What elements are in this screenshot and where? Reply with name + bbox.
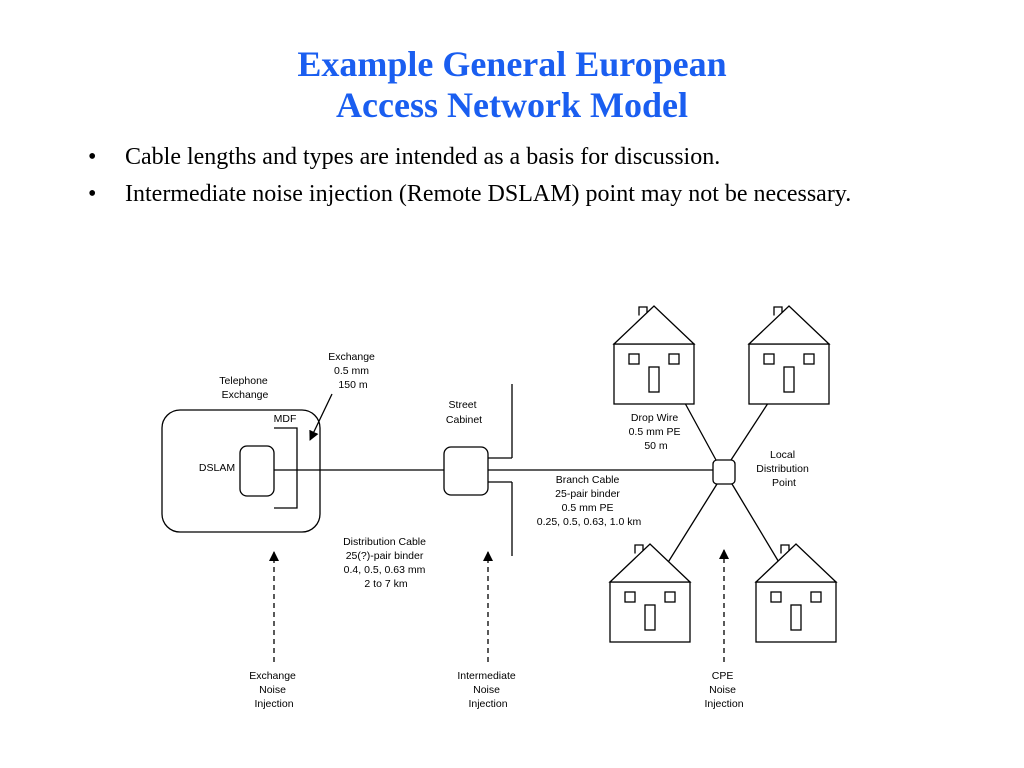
bullet-text: Cable lengths and types are intended as … <box>125 144 721 170</box>
distribution-cable-label: Distribution Cable 25(?)-pair binder 0.4… <box>343 536 429 590</box>
title-line-1: Example General European <box>297 44 727 84</box>
street-cabinet-label: Street Cabinet <box>446 399 482 426</box>
street-cabinet-box <box>443 446 489 496</box>
drop-wire-label: Drop Wire 0.5 mm PE 50 m <box>629 412 684 452</box>
house-icon <box>609 543 691 643</box>
cpe-noise-label: CPE Noise Injection <box>704 670 743 710</box>
drop-wire <box>666 483 718 565</box>
mdf-label: MDF <box>274 413 297 425</box>
bullet-dot-icon: • <box>88 181 97 207</box>
exchange-noise-label: Exchange Noise Injection <box>249 670 299 710</box>
drop-wire <box>679 393 717 461</box>
bullet-list: • Cable lengths and types are intended as… <box>88 142 928 216</box>
drop-wire <box>731 483 781 565</box>
bullet-text: Intermediate noise injection (Remote DSL… <box>125 181 852 207</box>
drop-wire <box>730 393 775 461</box>
branch-cable-label: Branch Cable 25-pair binder 0.5 mm PE 0.… <box>537 474 642 528</box>
dslam-box <box>239 445 275 497</box>
slide-title: Example General European Access Network … <box>0 44 1024 126</box>
local-distribution-point-box <box>712 459 736 485</box>
telephone-exchange-label: Telephone Exchange <box>219 375 270 401</box>
dslam-label: DSLAM <box>199 462 235 474</box>
house-icon <box>755 543 837 643</box>
house-icon <box>748 305 830 405</box>
exchange-cable-label: Exchange 0.5 mm 150 m <box>328 351 378 391</box>
bullet-item: • Intermediate noise injection (Remote DS… <box>88 179 928 210</box>
title-line-2: Access Network Model <box>336 85 688 125</box>
bullet-item: • Cable lengths and types are intended as… <box>88 142 928 173</box>
intermediate-noise-label: Intermediate Noise Injection <box>457 670 518 710</box>
local-distribution-point-label: Local Distribution Point <box>756 449 811 489</box>
house-icon <box>613 305 695 405</box>
mdf-pointer-arrow <box>309 393 333 441</box>
bullet-dot-icon: • <box>88 144 97 170</box>
mdf-bracket <box>274 427 298 509</box>
